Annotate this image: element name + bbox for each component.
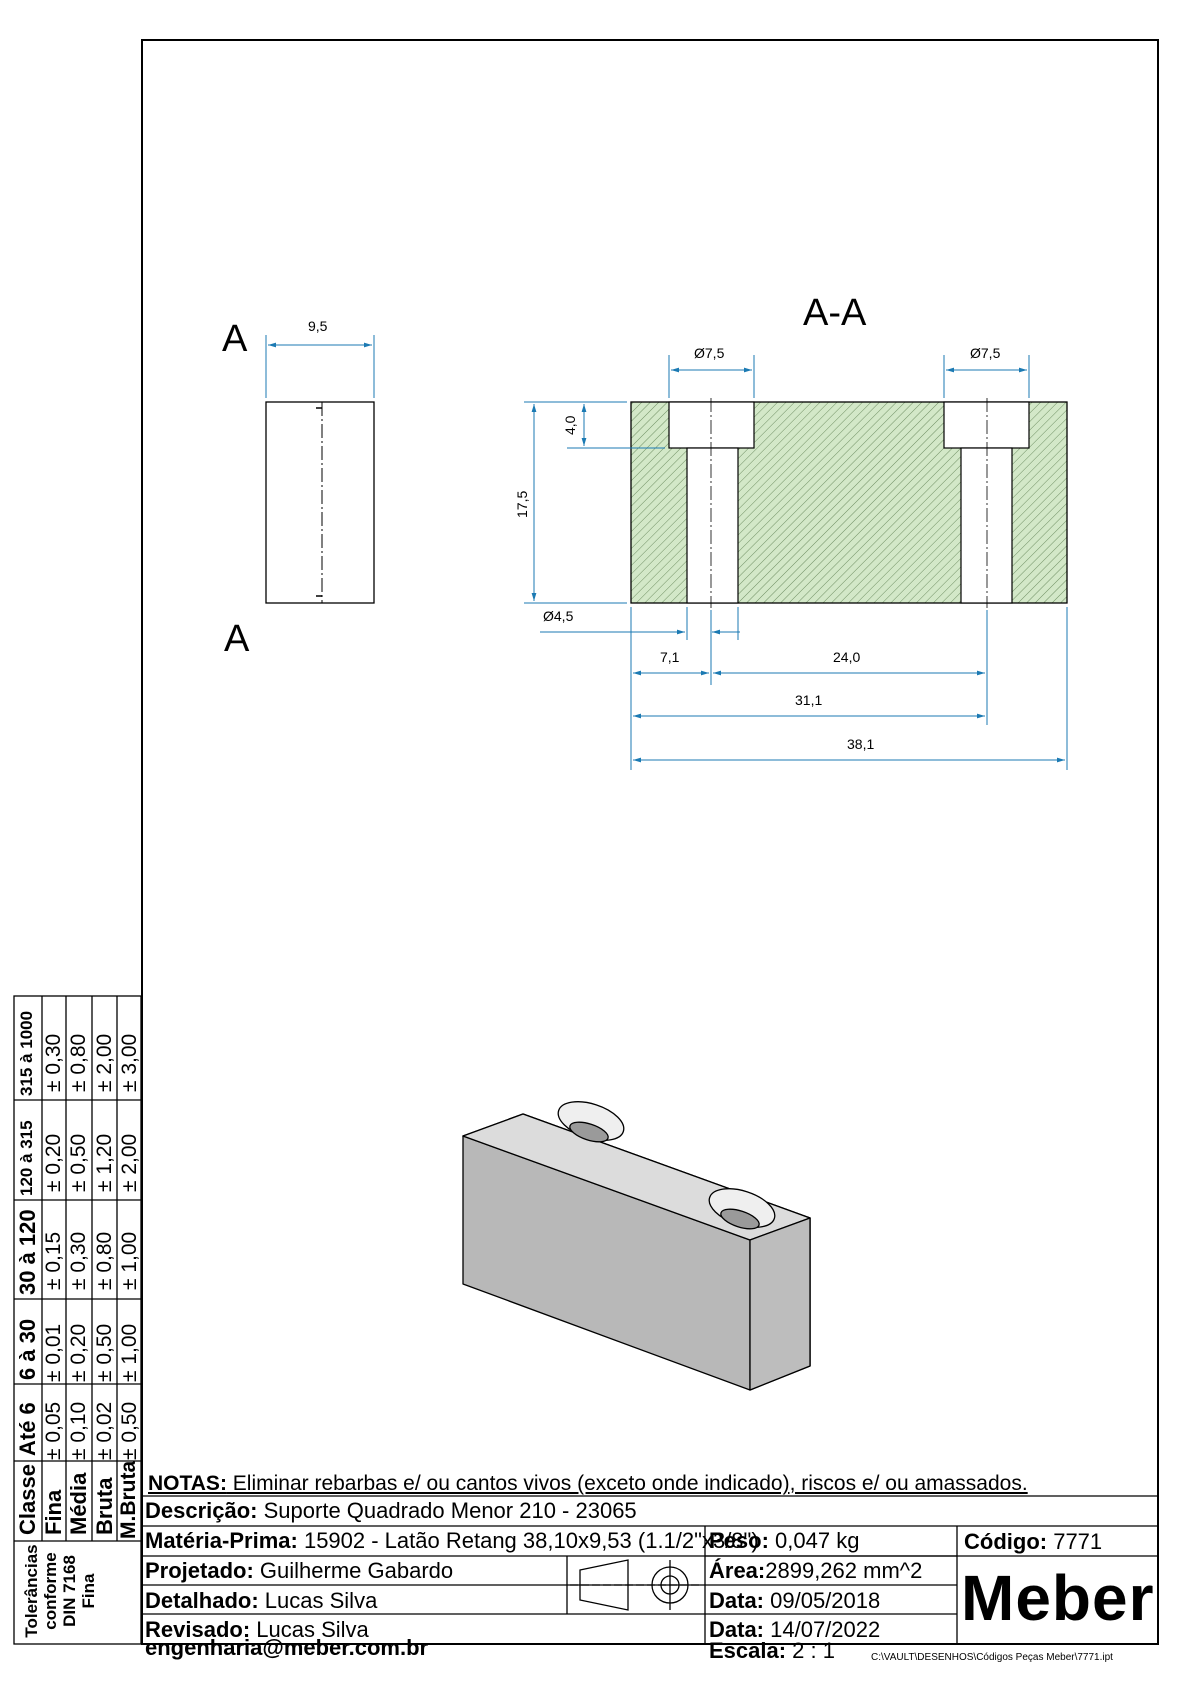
section-view xyxy=(524,355,1068,770)
tolerance-range: 30 à 120 xyxy=(15,1209,40,1295)
tolerance-title-line-4: Fina xyxy=(79,1573,98,1609)
tolerance-range: 120 à 315 xyxy=(17,1120,36,1196)
title-block-lines xyxy=(141,1495,1159,1645)
tolerance-header-classe: Classe xyxy=(15,1464,40,1535)
tolerance-value: ± 1,00 xyxy=(118,1231,141,1290)
tolerance-range: Até 6 xyxy=(15,1402,40,1456)
data1-line: Data: 09/05/2018 xyxy=(709,1590,880,1612)
tolerance-value: ± 0,20 xyxy=(42,1133,65,1192)
dim-7-1: 7,1 xyxy=(660,649,680,665)
dim-24-0: 24,0 xyxy=(833,649,861,665)
tolerance-title: Tolerâncias conforme DIN 7168 Fina xyxy=(22,1542,98,1640)
tolerance-value: ± 0,15 xyxy=(42,1231,65,1290)
tolerance-range: 315 à 1000 xyxy=(17,1010,36,1096)
tolerance-value: ± 0,50 xyxy=(118,1401,141,1460)
dim-hole-right: Ø7,5 xyxy=(970,345,1001,361)
tolerance-value: ± 2,00 xyxy=(118,1133,141,1192)
data1-label: Data: xyxy=(709,1588,765,1613)
dim-counterbore-depth: 4,0 xyxy=(562,415,578,435)
tolerance-title-line-3: DIN 7168 xyxy=(60,1555,79,1627)
projetado-line: Projetado: Guilherme Gabardo xyxy=(145,1560,453,1582)
codigo-line: Código: 7771 xyxy=(964,1531,1102,1553)
materia-line: Matéria-Prima: 15902 - Latão Retang 38,1… xyxy=(145,1530,759,1552)
revisado-line: Revisado: Lucas Silva xyxy=(145,1619,369,1641)
detalhado-value: Lucas Silva xyxy=(258,1588,378,1613)
descricao-line: Descrição: Suporte Quadrado Menor 210 - … xyxy=(145,1500,637,1522)
tolerance-class-bruta: Bruta xyxy=(92,1477,117,1535)
section-marker-top: A xyxy=(222,318,248,360)
tolerance-class-media: Média xyxy=(66,1472,91,1535)
tolerance-class-fina: Fina xyxy=(41,1489,66,1535)
tolerance-value: ± 0,02 xyxy=(93,1401,116,1460)
tolerance-value: ± 1,20 xyxy=(93,1133,116,1192)
data2-value: 14/07/2022 xyxy=(764,1617,881,1642)
dim-31-1: 31,1 xyxy=(795,692,823,708)
escala-line: Escala: 2 : 1 xyxy=(709,1640,835,1662)
section-title: A-A xyxy=(803,292,867,334)
tolerance-table-lines xyxy=(13,995,142,1645)
detalhado-label: Detalhado: xyxy=(145,1588,259,1613)
tolerance-value: ± 0,01 xyxy=(42,1323,65,1382)
area-line: Área:2899,262 mm^2 xyxy=(709,1560,922,1582)
peso-label: Peso: xyxy=(709,1528,769,1553)
company-logo: Meber xyxy=(961,1562,1155,1634)
projection-symbol xyxy=(570,1559,700,1611)
escala-label: Escala: xyxy=(709,1638,787,1663)
section-marker-bottom: A xyxy=(224,618,250,660)
escala-value: 2 : 1 xyxy=(786,1638,835,1663)
isometric-view xyxy=(462,1101,811,1391)
notes-line: NOTAS: Eliminar rebarbas e/ ou cantos vi… xyxy=(148,1473,1028,1494)
peso-value: 0,047 kg xyxy=(768,1528,860,1553)
codigo-value: 7771 xyxy=(1047,1529,1103,1554)
detalhado-line: Detalhado: Lucas Silva xyxy=(145,1590,377,1612)
tolerance-value: ± 3,00 xyxy=(118,1033,141,1092)
projetado-label: Projetado: xyxy=(145,1558,254,1583)
dim-side-width: 9,5 xyxy=(308,318,328,334)
descricao-value: Suporte Quadrado Menor 210 - 23065 xyxy=(257,1498,637,1523)
notes-text: Eliminar rebarbas e/ ou cantos vivos (ex… xyxy=(226,1472,1028,1495)
file-path: C:\VAULT\DESENHOS\Códigos Peças Meber\77… xyxy=(871,1652,1113,1663)
tolerance-class-mbruta: M.Bruta xyxy=(117,1460,140,1539)
tolerance-title-line-2: conforme xyxy=(41,1552,60,1630)
tolerance-value: ± 0,80 xyxy=(93,1231,116,1290)
revisado-label: Revisado: xyxy=(145,1617,251,1642)
dim-height: 17,5 xyxy=(514,490,530,518)
tolerance-title-line-1: Tolerâncias xyxy=(22,1544,41,1638)
tolerance-value: ± 0,30 xyxy=(67,1231,90,1290)
area-label: Área: xyxy=(709,1558,766,1583)
projetado-value: Guilherme Gabardo xyxy=(253,1558,454,1583)
tolerance-value: ± 1,00 xyxy=(118,1323,141,1382)
tolerance-value: ± 0,80 xyxy=(67,1033,90,1092)
email: engenharia@meber.com.br xyxy=(145,1637,428,1659)
codigo-label: Código: xyxy=(964,1529,1048,1554)
data1-value: 09/05/2018 xyxy=(764,1588,881,1613)
tolerance-value: ± 0,50 xyxy=(67,1133,90,1192)
descricao-label: Descrição: xyxy=(145,1498,258,1523)
tolerance-value: ± 0,50 xyxy=(93,1323,116,1382)
notes-label: NOTAS: xyxy=(148,1472,227,1495)
email-text: engenharia@meber.com.br xyxy=(145,1635,429,1660)
tolerance-value: ± 2,00 xyxy=(93,1033,116,1092)
tolerance-value: ± 0,10 xyxy=(67,1401,90,1460)
tolerance-range: 6 à 30 xyxy=(15,1318,40,1380)
tolerance-value: ± 0,05 xyxy=(42,1401,65,1460)
revisado-value: Lucas Silva xyxy=(250,1617,369,1642)
tolerance-value: ± 0,20 xyxy=(67,1323,90,1382)
materia-label: Matéria-Prima: xyxy=(145,1528,298,1553)
data2-label: Data: xyxy=(709,1617,765,1642)
peso-line: Peso: 0,047 kg xyxy=(709,1530,859,1552)
data2-line: Data: 14/07/2022 xyxy=(709,1619,880,1641)
area-value: 2899,262 mm^2 xyxy=(765,1558,923,1583)
dim-small-hole: Ø4,5 xyxy=(543,608,574,624)
tolerance-value: ± 0,30 xyxy=(42,1033,65,1092)
dim-38-1: 38,1 xyxy=(847,736,875,752)
materia-value: 15902 - Latão Retang 38,10x9,53 (1.1/2"x… xyxy=(297,1528,759,1553)
side-view xyxy=(265,335,375,604)
dim-hole-left: Ø7,5 xyxy=(694,345,725,361)
